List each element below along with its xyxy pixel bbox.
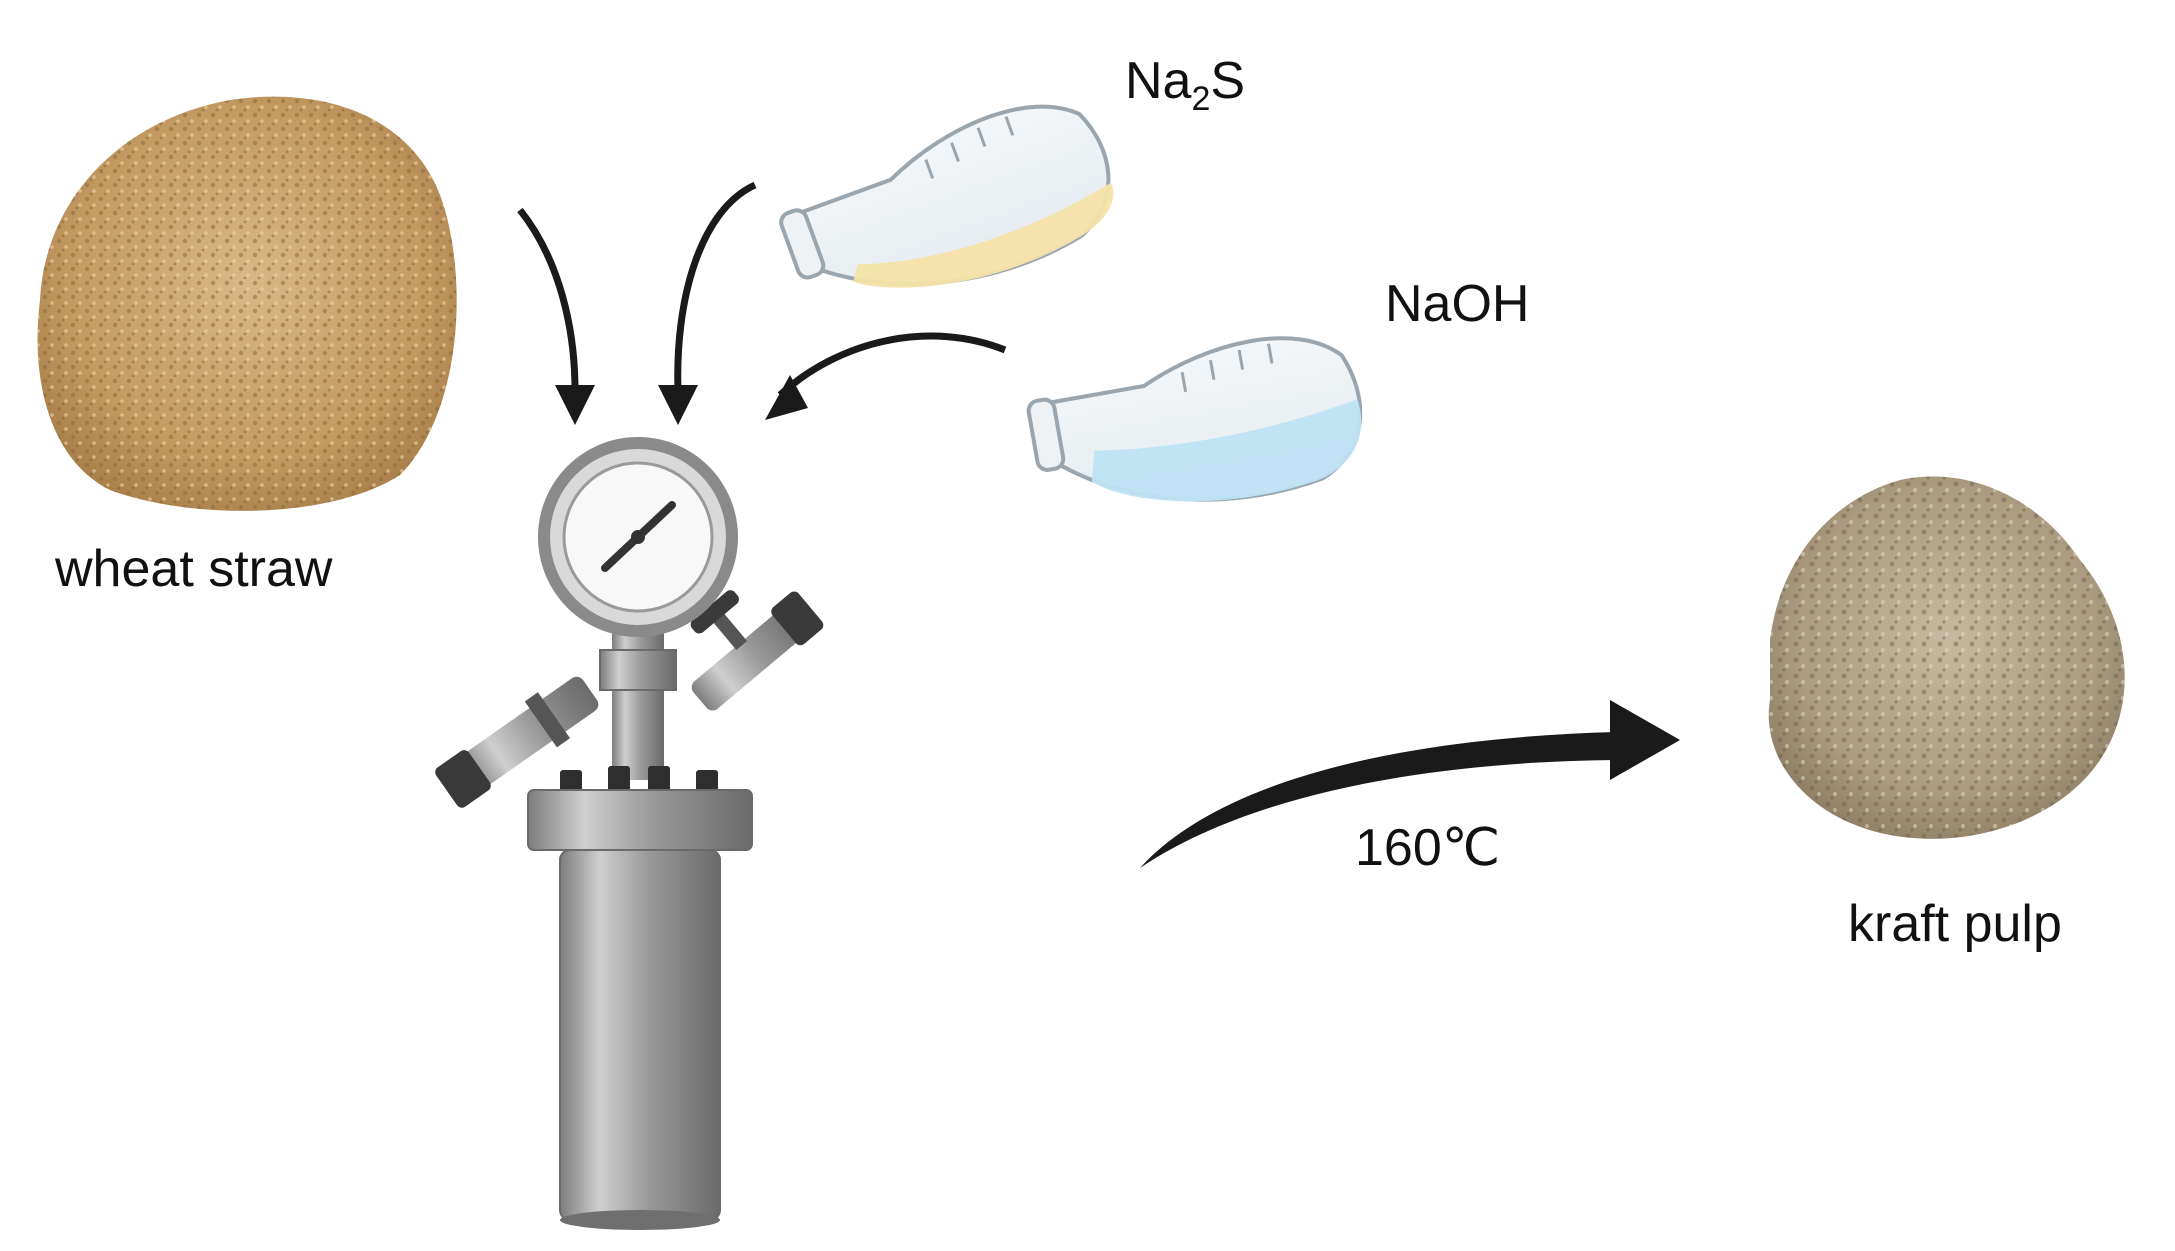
arrow-reactor-to-pulp bbox=[1140, 700, 1680, 868]
wheat-straw-label: wheat straw bbox=[55, 540, 333, 598]
arrow-straw-to-reactor bbox=[517, 207, 595, 425]
na2s-label-subscript: 2 bbox=[1191, 80, 1211, 118]
flask-icon bbox=[779, 104, 1114, 288]
kraft-pulp-label: kraft pulp bbox=[1848, 895, 2062, 953]
reactor-icon bbox=[435, 437, 824, 1230]
reactor-valve-left bbox=[435, 676, 599, 808]
na2s-label-main: Na bbox=[1125, 52, 1192, 110]
naoh-label: NaOH bbox=[1385, 275, 1530, 333]
arrow-na2s-to-reactor bbox=[658, 181, 757, 425]
temperature-label: 160℃ bbox=[1355, 819, 1501, 877]
na2s-label: Na2S bbox=[1125, 55, 1245, 116]
arrow-naoh-to-reactor bbox=[765, 332, 1007, 420]
pressure-gauge-icon bbox=[538, 437, 738, 637]
flask-icon bbox=[1026, 336, 1363, 502]
kraft-pulp-pile bbox=[1768, 476, 2125, 839]
na2s-label-tail: S bbox=[1210, 52, 1246, 110]
reactor-valve-right bbox=[690, 590, 824, 711]
wheat-straw-pile bbox=[37, 96, 457, 511]
